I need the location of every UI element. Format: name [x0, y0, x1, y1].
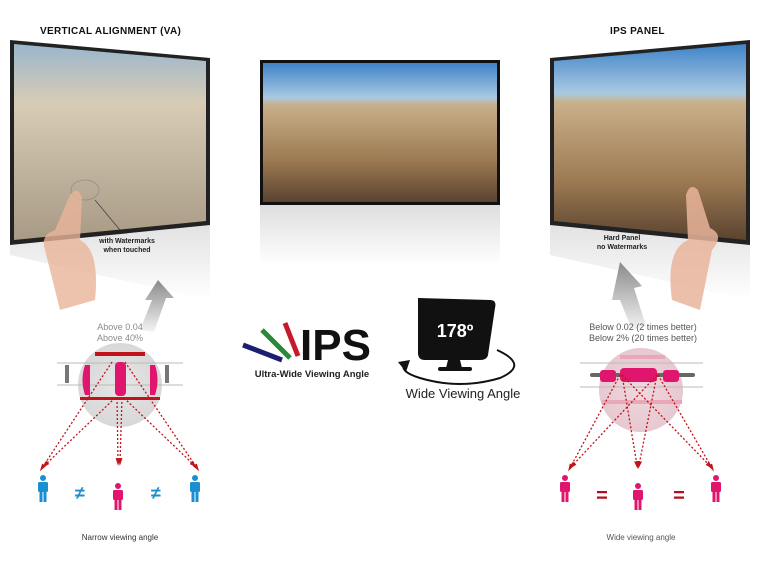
- ips-caption: Wide viewing angle: [607, 533, 676, 542]
- center-screen-image: [263, 63, 497, 202]
- not-equal-icon: ≠: [151, 483, 161, 503]
- up-arrow-icon: [140, 280, 174, 332]
- va-spec-2: Above 40%: [97, 333, 143, 343]
- ips-logo-text: IPS: [300, 321, 371, 370]
- hand-icon: [43, 190, 96, 310]
- ips-spec-2: Below 2% (20 times better): [589, 333, 697, 343]
- hand-icon: [670, 186, 719, 310]
- viewing-angle-monitor-icon: 178º Wide Viewing Angle: [398, 298, 520, 401]
- va-monitor: with Watermarks when touched: [10, 40, 210, 310]
- va-pixel-diagram: ≠ ≠: [38, 343, 200, 510]
- ips-touch-note-2: no Watermarks: [597, 244, 647, 251]
- viewer-icon: [190, 475, 200, 502]
- va-touch-note-1: with Watermarks: [98, 238, 155, 245]
- ips-monitor: Hard Panel no Watermarks: [550, 40, 750, 310]
- rotation-arrow-icon: [402, 349, 516, 385]
- ips-touch-note-1: Hard Panel: [604, 235, 641, 242]
- va-screen-image: [14, 44, 206, 240]
- ips-spec-1: Below 0.02 (2 times better): [589, 322, 697, 332]
- va-title: VERTICAL ALIGNMENT (VA): [40, 26, 181, 37]
- va-touch-note-2: when touched: [102, 247, 150, 254]
- watermark-ripple: [70, 179, 100, 201]
- viewer-icon: [560, 475, 570, 502]
- equal-icon: =: [673, 485, 685, 507]
- va-spec-1: Above 0.04: [97, 322, 143, 332]
- va-caption: Narrow viewing angle: [82, 533, 159, 542]
- viewer-icon: [633, 483, 643, 510]
- ips-title: IPS PANEL: [610, 26, 665, 37]
- viewer-icon: [38, 475, 48, 502]
- ips-screen-image: [554, 44, 746, 240]
- viewer-icon: [711, 475, 721, 502]
- up-arrow-icon: [612, 262, 646, 330]
- angle-caption: Wide Viewing Angle: [406, 386, 521, 401]
- not-equal-icon: ≠: [75, 483, 85, 503]
- ips-tagline: Ultra-Wide Viewing Angle: [255, 369, 369, 380]
- ips-logo: IPS Ultra-Wide Viewing Angle: [242, 321, 371, 380]
- viewer-icon: [113, 483, 123, 510]
- center-monitor: [260, 60, 500, 265]
- angle-value: 178º: [437, 321, 474, 341]
- equal-icon: =: [596, 485, 608, 507]
- ips-pixel-diagram: = =: [560, 348, 721, 510]
